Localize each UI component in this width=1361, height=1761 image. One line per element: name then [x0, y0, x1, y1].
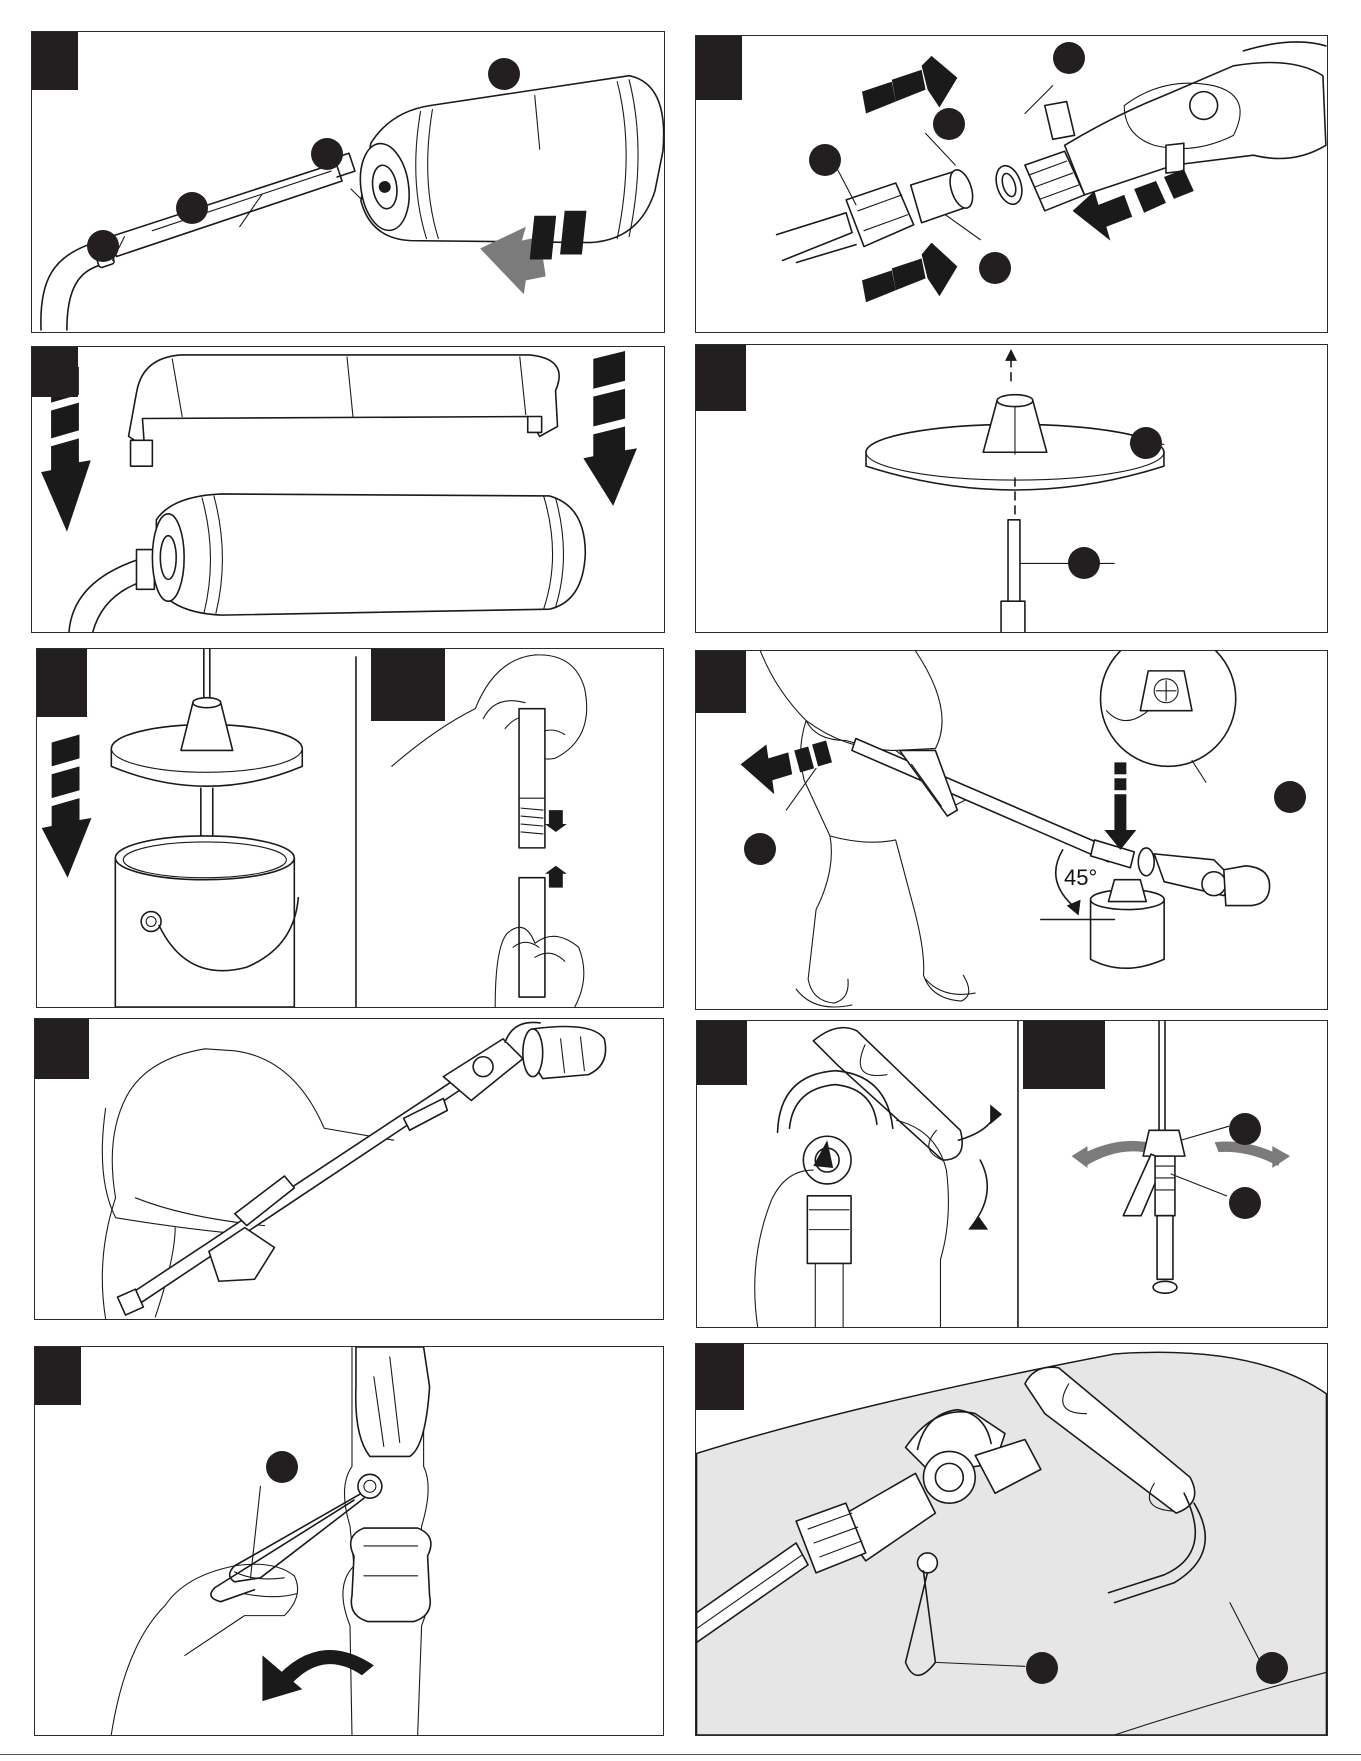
callout-pointer [1130, 427, 1162, 459]
callout-pointer [809, 144, 841, 176]
step-badge [696, 345, 746, 411]
step-badge [696, 651, 746, 713]
step-panel-attach-splash-guard [31, 346, 665, 633]
callout-pointer [266, 1451, 298, 1483]
callout-pointer [1068, 547, 1100, 579]
step-panel-attach-wire-guide [34, 1346, 664, 1736]
step-panel-fit-can-lid [695, 344, 1328, 633]
step-badge [32, 347, 78, 397]
step-badge [1023, 1021, 1105, 1089]
callout-pointer [979, 252, 1011, 284]
step-badge [697, 1021, 747, 1085]
step-panel-hold-roller [34, 1018, 664, 1320]
hose-coupling-illustration [696, 36, 1327, 332]
callout-pointer [1274, 781, 1306, 813]
callout-pointer [176, 192, 208, 224]
hold-roller-illustration [35, 1019, 663, 1319]
step-badge [35, 1019, 89, 1079]
step-badge [696, 36, 742, 100]
step-badge [37, 649, 87, 717]
press-valve-illustration [697, 1021, 1327, 1327]
wire-guide-illustration [35, 1347, 663, 1735]
person-icon [760, 651, 975, 1007]
paint-surface-illustration [696, 1344, 1327, 1735]
angle-label: 45° [1064, 865, 1097, 891]
callout-pointer [1256, 1652, 1288, 1684]
callout-pointer [311, 138, 343, 170]
step-panel-cover-roller [31, 31, 665, 333]
roller-cover-illustration [32, 32, 664, 332]
push-arrows-icon [862, 56, 1194, 302]
surface-icon [697, 1352, 1327, 1735]
footer-rule [0, 1754, 1361, 1755]
callout-pointer [1053, 42, 1085, 74]
step-panel-lower-lid-onto-can [36, 648, 664, 1008]
callout-pointer [933, 108, 965, 140]
step-panel-prime-pump: 45° [695, 650, 1328, 1010]
splash-guard-illustration [32, 347, 664, 632]
callout-pointer [744, 833, 776, 865]
callout-pointer [488, 58, 520, 90]
step-panel-paint-surface [695, 1343, 1328, 1736]
step-badge [35, 1347, 81, 1405]
step-panel-connect-hose [695, 35, 1328, 333]
paint-can-illustration [37, 649, 663, 1007]
step-badge [696, 1344, 744, 1410]
can-lid-illustration [696, 345, 1327, 632]
wire-guide-icon [211, 1494, 364, 1601]
step-badge [32, 32, 78, 90]
callout-pointer [1026, 1652, 1058, 1684]
prime-pump-illustration [696, 651, 1327, 1009]
callout-pointer [87, 230, 119, 262]
callout-pointer [1229, 1113, 1261, 1145]
step-badge [371, 649, 445, 721]
step-panel-press-valve [696, 1020, 1328, 1328]
down-arrow-icon [42, 735, 92, 878]
callout-pointer [1229, 1187, 1261, 1219]
